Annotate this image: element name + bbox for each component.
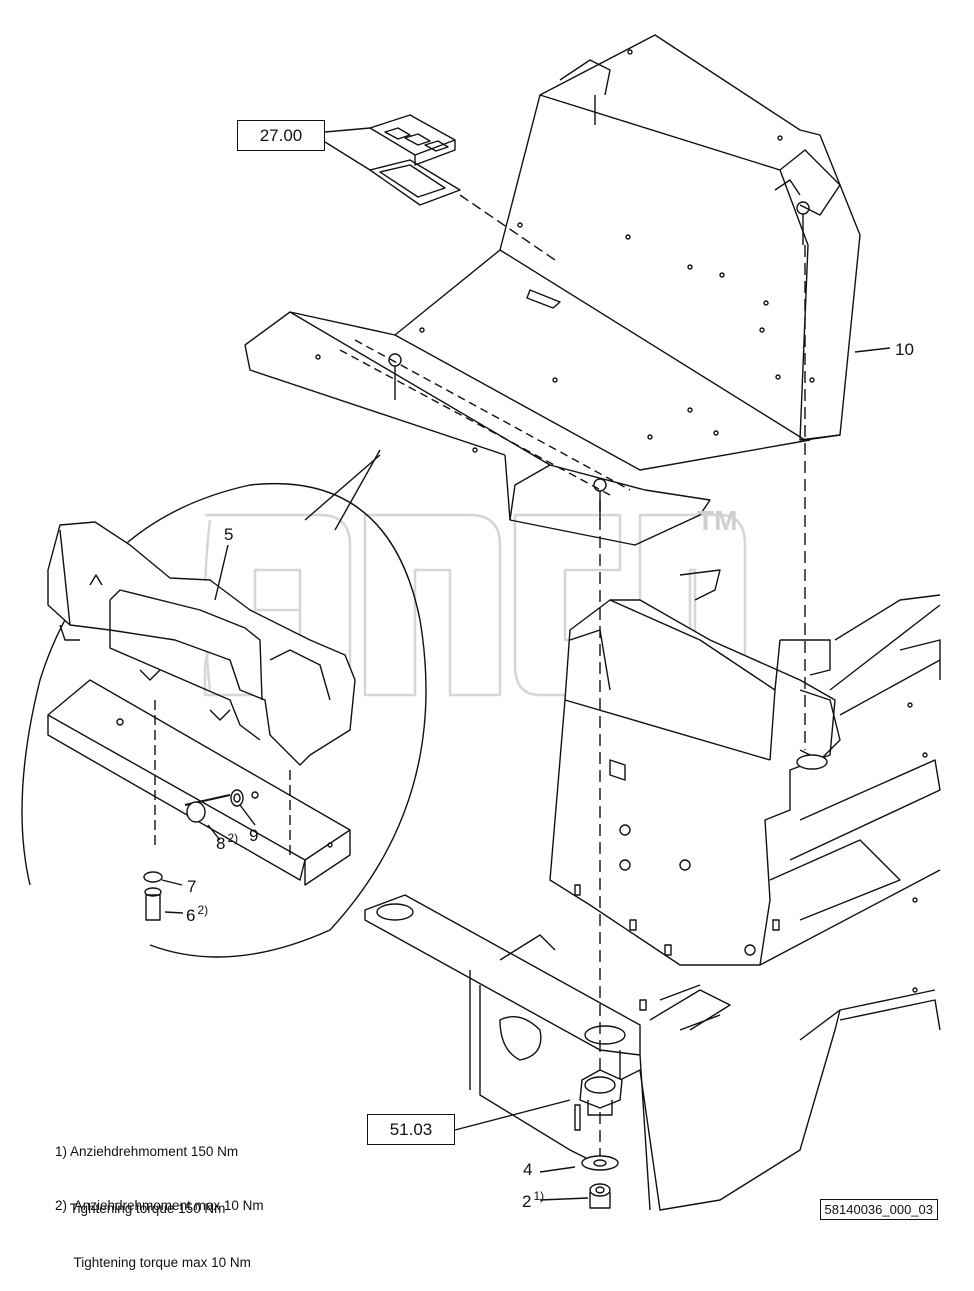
detail-view <box>21 449 427 958</box>
seat-console-frame <box>364 569 941 1211</box>
torque-note-2-en: Tightening torque max 10 Nm <box>55 1255 251 1270</box>
ref-box-27: 27.00 <box>237 120 325 151</box>
callout-8-note: 2) <box>227 831 239 845</box>
callout-2-number: 2 <box>522 1192 532 1211</box>
callout-10: 10 <box>895 340 914 359</box>
torque-note-1-en: Tightening torque 150 Nm <box>55 1201 226 1216</box>
ref-box-51: 51.03 <box>367 1114 455 1145</box>
leader-10 <box>854 347 891 353</box>
exploded-parts-diagram <box>21 34 941 1211</box>
callout-9: 9 <box>249 826 259 845</box>
torque-note-2-de: 2) Anziehdrehmoment max 10 Nm <box>55 1198 264 1213</box>
rubber-mount <box>454 1069 623 1209</box>
torque-note-2: 2) Anziehdrehmoment max 10 Nm Tightening… <box>55 1158 264 1291</box>
torque-note-1: 1) Anziehdrehmoment 150 Nm Tightening to… <box>55 1104 238 1237</box>
callout-8-number: 8 <box>216 834 226 853</box>
callout-6-number: 6 <box>186 906 196 925</box>
callout-5: 5 <box>224 525 234 544</box>
seat-panel-part-10 <box>244 34 861 546</box>
callout-7: 7 <box>187 877 197 896</box>
callout-6-note: 2) <box>197 903 209 917</box>
torque-note-1-de: 1) Anziehdrehmoment 150 Nm <box>55 1144 239 1159</box>
document-id: 58140036_000_03 <box>819 1199 938 1220</box>
callout-2-note: 1) <box>533 1189 545 1203</box>
callout-4: 4 <box>523 1160 533 1179</box>
watermark-tm: TM <box>697 505 738 536</box>
part-27-plates <box>324 114 556 261</box>
